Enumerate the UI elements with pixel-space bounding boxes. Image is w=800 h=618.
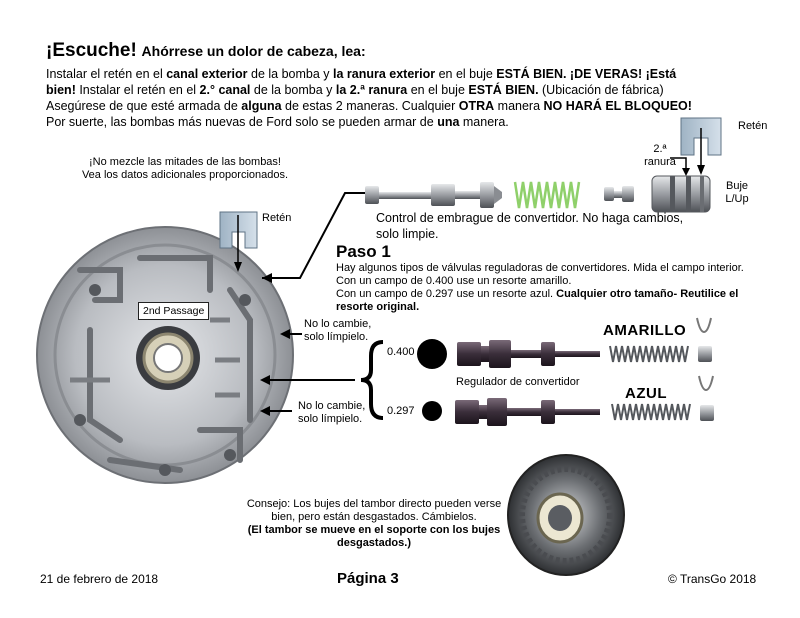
intro-text: Por suerte, las bombas más nuevas de For… [46,115,438,129]
heading-main: ¡Escuche! [46,40,137,61]
arrow-head [234,262,242,272]
intro-bold: ESTÁ BIEN. ¡DE VERAS! ¡Está [496,67,677,81]
intro-text: manera [494,99,544,113]
warning-line: ¡No mezcle las mitades de las bombas! [89,156,281,168]
page-heading: ¡Escuche! Ahórrese un dolor de cabeza, l… [46,40,366,62]
blue-spring [611,403,691,421]
warning-note: ¡No mezcle las mitades de las bombas! Ve… [60,156,310,182]
consejo-line: (El tambor se mueve en el soporte con lo… [247,524,501,536]
consejo-line: bien, pero están desgastados. Cámbielos. [271,511,477,523]
intro-line-1: Instalar el retén en el canal exterior d… [46,66,746,82]
brace-symbol [360,340,384,420]
intro-text: de estas 2 maneras. Cualquier [281,99,459,113]
heading-sub: Ahórrese un dolor de cabeza, lea: [141,43,366,59]
consejo-note: Consejo: Los bujes del tambor directo pu… [244,498,504,550]
label-size-297: 0.297 [387,405,415,417]
footer-date: 21 de febrero de 2018 [40,572,159,586]
paso-1-section: Paso 1 Hay algunos tipos de válvulas reg… [336,242,744,314]
size-dot-400 [417,339,447,369]
intro-text: de la bomba y [250,83,336,97]
intro-text: Asegúrese de que esté armada de [46,99,242,113]
arrow-head [697,165,705,175]
no-cambie-line: solo límpielo. [298,413,363,425]
pump-illustration [36,226,294,484]
arrow-head [280,329,290,339]
label-buje: Buje L/Up [720,180,754,206]
arrow-ranura [670,157,687,171]
regulator-valve-400 [457,340,600,368]
ranura-line: ranura [644,156,676,168]
arrow-head [260,375,270,385]
label-reten-left: Retén [262,212,292,224]
spring-retainer-297 [698,375,714,421]
footer-page-number: Página 3 [337,570,399,587]
green-spring [513,181,581,209]
intro-line-2: bien! Instalar el retén en el 2.° canal … [46,82,746,98]
control-line: Control de embrague de convertidor. No h… [376,211,684,225]
intro-bold: bien! [46,83,76,97]
label-regulador: Regulador de convertidor [456,376,580,388]
intro-text: Instalar el retén en el [75,83,200,97]
spring-retainer-400 [696,317,712,362]
size-dot-297 [422,401,442,421]
ranura-line: 2.ª [653,143,667,155]
buje-line: Buje [725,180,749,192]
arrow-head [260,406,270,416]
intro-text: (Ubicación de fábrica) [538,83,664,97]
intro-bold: la ranura exterior [332,67,436,81]
warning-line: Vea los datos adicionales proporcionados… [81,169,289,181]
buje-line: L/Up [725,193,749,205]
label-no-cambie-2: No lo cambie, solo límpielo. [298,400,365,426]
paso-title: Paso 1 [336,242,391,261]
paso-bold: Cualquier otro tamaño- Reutilice el [556,288,739,300]
intro-bold: la 2.ª ranura [335,83,408,97]
intro-text: en el buje [435,67,497,81]
paso-line: Hay algunos tipos de válvulas reguladora… [336,262,744,274]
label-azul: AZUL [625,385,667,402]
intro-bold: una [437,115,460,129]
consejo-line: desgastados.) [337,537,411,549]
footer-copyright: © TransGo 2018 [668,572,757,586]
label-2nd-passage: 2nd Passage [138,302,210,320]
intro-bold: ESTÁ BIEN. [468,83,539,97]
intro-line-4: Por suerte, las bombas más nuevas de For… [46,114,746,130]
intro-bold: NO HARÁ EL BLOQUEO! [543,99,692,113]
paso-line: Con un campo de 0.400 use un resorte ama… [336,275,572,287]
intro-bold: 2.° canal [199,83,251,97]
intro-text: Instalar el retén en el [46,67,167,81]
label-no-cambie-1: No lo cambie, solo límpielo. [304,318,371,344]
intro-text: manera. [459,115,509,129]
label-size-400: 0.400 [387,346,415,358]
intro-bold: alguna [241,99,282,113]
no-cambie-line: No lo cambie, [298,400,366,412]
label-amarillo: AMARILLO [603,322,687,339]
intro-line-3: Asegúrese de que esté armada de alguna d… [46,98,746,114]
no-cambie-line: solo límpielo. [304,331,369,343]
intro-bold: canal exterior [166,67,248,81]
intro-paragraph: Instalar el retén en el canal exterior d… [46,66,746,130]
intro-text: de la bomba y [247,67,333,81]
paso-line: resorte original. [336,301,420,313]
paso-line: Con un campo de 0.297 use un resorte azu… [336,288,557,300]
label-ranura: 2.ª ranura [640,143,680,169]
no-cambie-line: No lo cambie, [304,318,372,330]
intro-bold: OTRA [458,99,495,113]
plug-valve [604,186,634,202]
regulator-valve-297 [455,398,600,426]
arrow-head [262,273,272,283]
control-line: solo limpie. [376,227,439,241]
yellow-spring [609,345,689,363]
lockup-bushing [651,175,711,213]
direct-drum-illustration [507,454,625,576]
arrow-head [682,168,690,176]
control-valve-note: Control de embrague de convertidor. No h… [376,210,683,242]
label-reten-right: Retén [738,120,768,132]
consejo-line: Consejo: Los bujes del tambor directo pu… [246,498,502,510]
intro-text: en el buje [407,83,469,97]
control-valve-assembly [365,182,502,208]
arrow-to-control-valve [262,192,365,279]
